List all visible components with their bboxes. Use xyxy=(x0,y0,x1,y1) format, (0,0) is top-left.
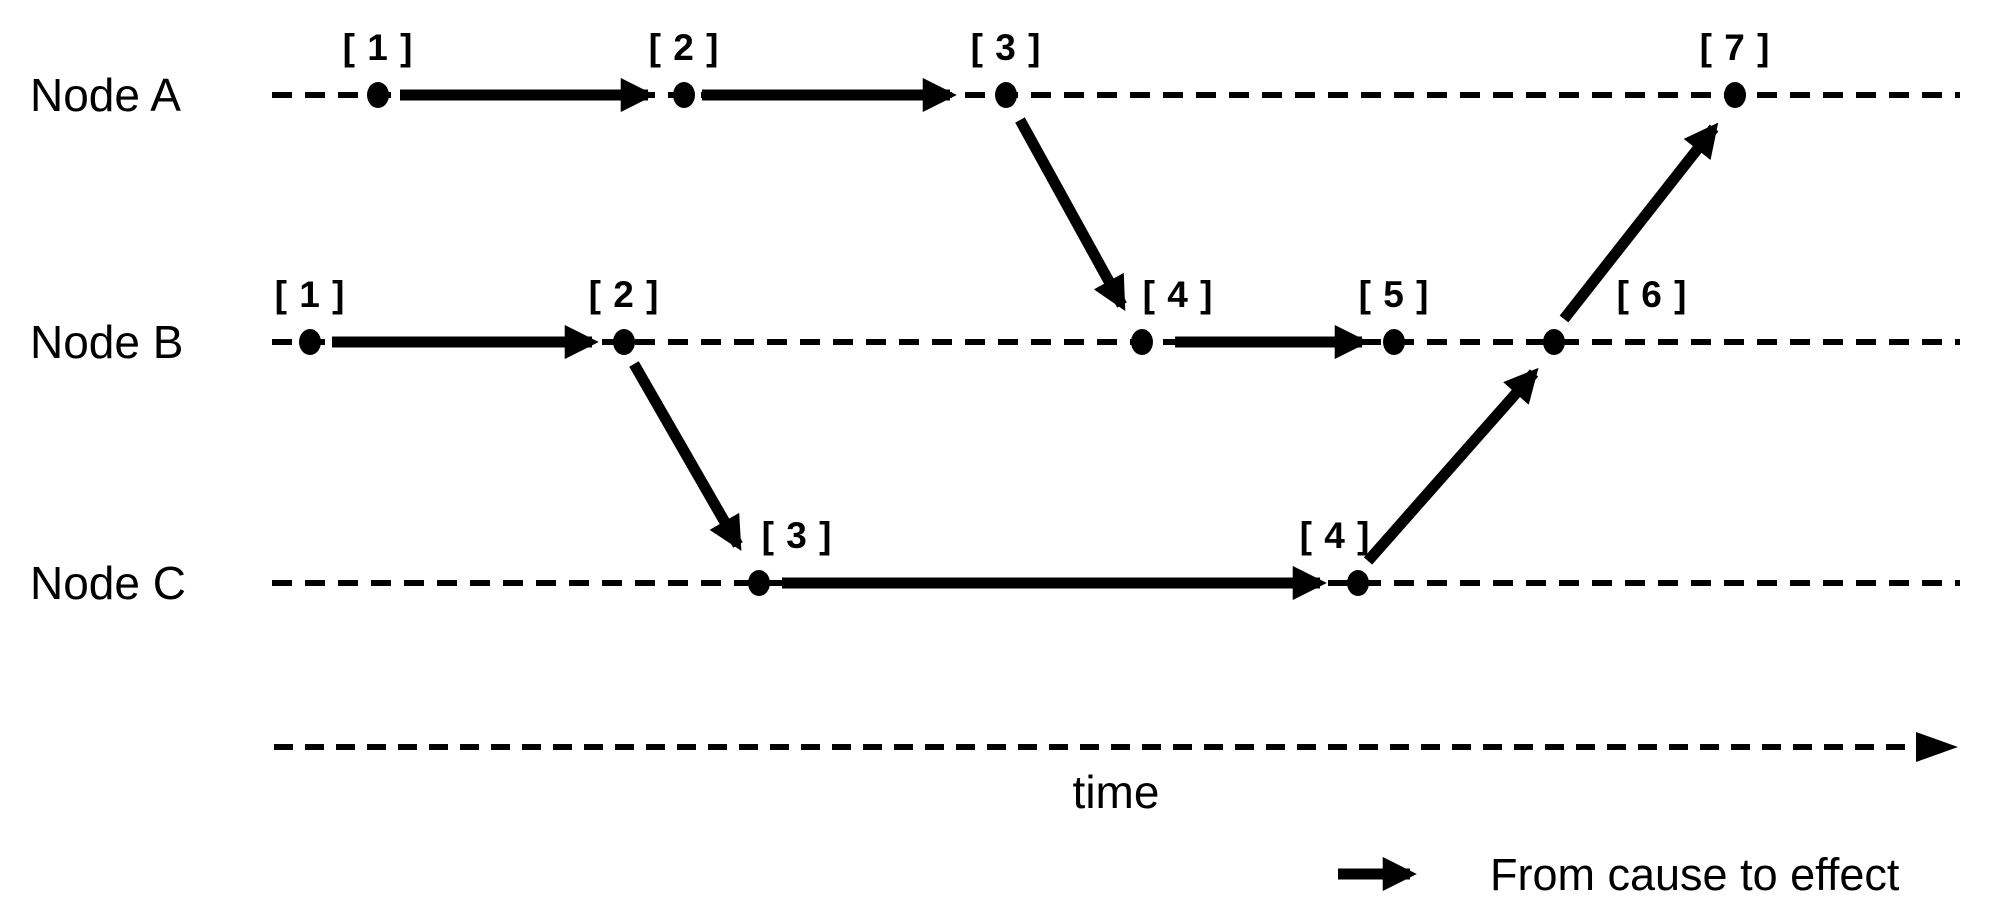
edge-c4-b6 xyxy=(1363,367,1539,565)
event-dot-b4 xyxy=(1131,329,1153,355)
event-label-c3: [ 3 ] xyxy=(762,515,833,556)
event-label-b2: [ 2 ] xyxy=(589,274,660,315)
event-label-c4: [ 4 ] xyxy=(1300,515,1371,556)
node-c-label: Node C xyxy=(30,557,186,609)
edge-a3-b4 xyxy=(1015,117,1127,311)
event-dot-a3 xyxy=(995,82,1017,108)
event-label-b5: [ 5 ] xyxy=(1359,274,1430,315)
event-dot-c4 xyxy=(1347,570,1369,596)
event-label-a7: [ 7 ] xyxy=(1700,27,1771,68)
event-dot-b5 xyxy=(1383,329,1405,355)
event-dot-c3 xyxy=(748,570,770,596)
event-label-b1: [ 1 ] xyxy=(275,274,346,315)
event-dot-b2 xyxy=(613,329,635,355)
event-label-b6: [ 6 ] xyxy=(1617,274,1688,315)
event-dot-b1 xyxy=(299,329,321,355)
edge-b2-c3 xyxy=(629,361,743,551)
event-label-a2: [ 2 ] xyxy=(649,27,720,68)
event-label-b4: [ 4 ] xyxy=(1143,274,1214,315)
event-dot-a7 xyxy=(1724,82,1746,108)
time-axis-arrowhead-icon xyxy=(1916,732,1958,762)
legend-label: From cause to effect xyxy=(1490,849,1900,900)
event-dot-a2 xyxy=(673,82,695,108)
event-dot-b6 xyxy=(1543,329,1565,355)
node-a-label: Node A xyxy=(30,69,181,121)
event-label-a3: [ 3 ] xyxy=(971,27,1042,68)
event-label-a1: [ 1 ] xyxy=(343,27,414,68)
edge-b6-a7 xyxy=(1559,122,1719,323)
time-axis-label: time xyxy=(1073,766,1160,818)
node-b-label: Node B xyxy=(30,316,183,368)
event-dot-a1 xyxy=(367,82,389,108)
